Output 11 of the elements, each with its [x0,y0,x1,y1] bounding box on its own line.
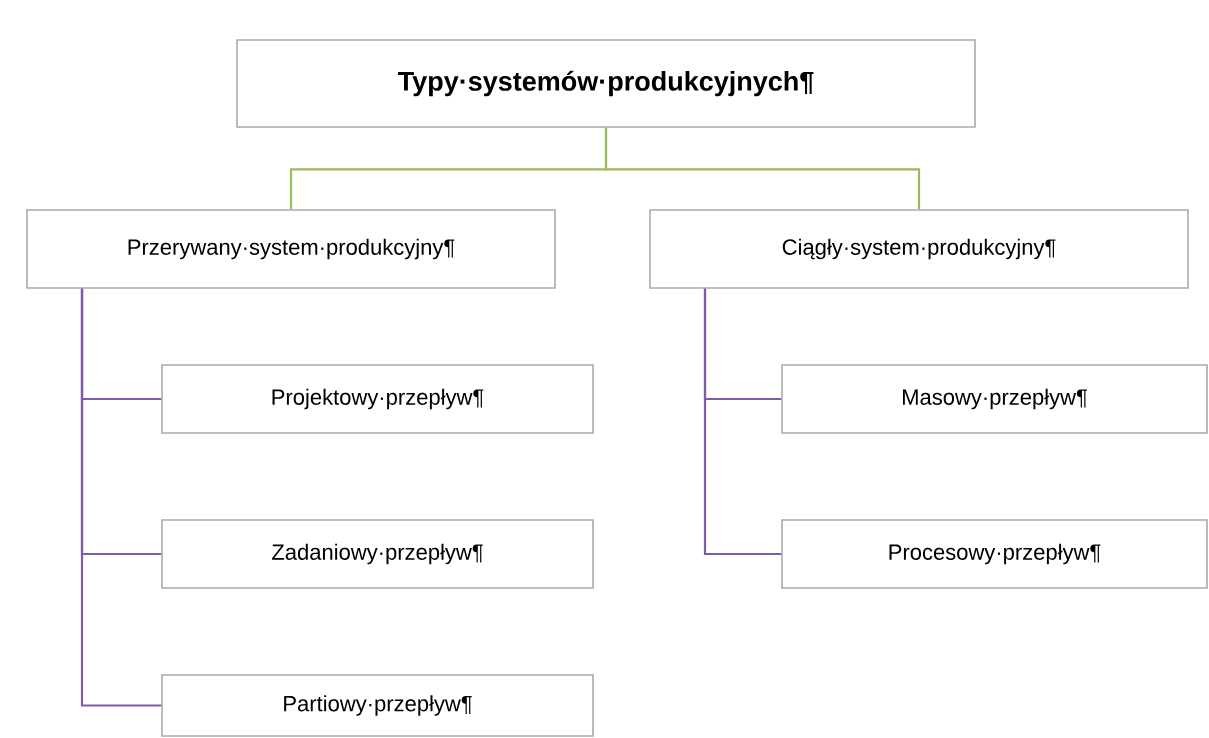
text-box: Przerywany·system·produkcyjny¶ [26,209,556,289]
connector-line [80,288,162,707]
text-box: Typy·systemów·produkcyjnych¶ [236,39,976,128]
text-box: Projektowy·przepływ¶ [161,364,594,434]
text-box: Masowy·przepływ¶ [781,364,1208,434]
connector-line [604,127,921,210]
connector-line [703,288,782,556]
text-box: Procesowy·przepływ¶ [781,519,1208,589]
text-box: Zadaniowy·przepływ¶ [161,519,594,589]
text-box: Ciągły·system·produkcyjny¶ [649,209,1189,289]
text-box: Partiowy·przepływ¶ [161,674,594,737]
